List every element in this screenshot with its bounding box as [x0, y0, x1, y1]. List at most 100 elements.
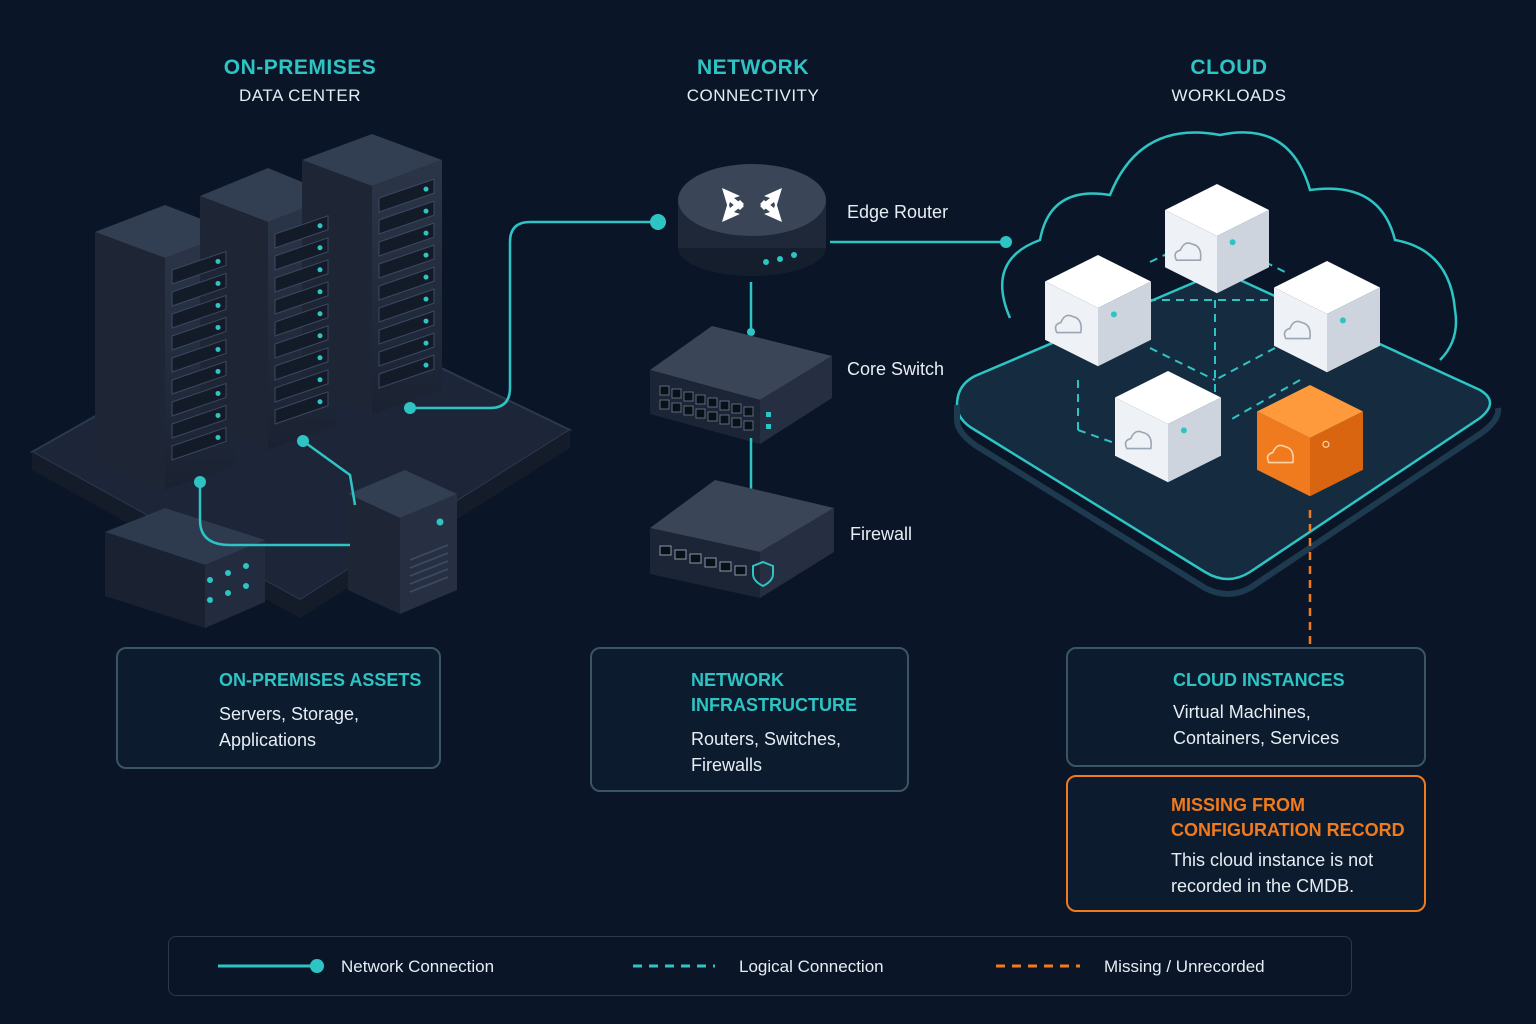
firewall-port	[689, 553, 702, 564]
drive-led	[215, 390, 221, 396]
missing-record-line2: recorded in the CMDB.	[1171, 876, 1355, 896]
drive-slot	[171, 250, 227, 285]
status-led	[1110, 311, 1117, 318]
cloud-header-title: CLOUD	[1190, 56, 1268, 79]
legend: Network Connection Logical Connection Mi…	[168, 936, 1352, 996]
firewall-port	[704, 557, 717, 568]
switch-port	[731, 417, 742, 428]
drive-led	[317, 311, 323, 317]
onprem-assets-line2: Applications	[219, 730, 317, 750]
network-infrastructure-title: NETWORK INFRASTRUCTURE	[691, 668, 857, 718]
drive-led	[317, 245, 323, 251]
network-infrastructure-desc: Routers, Switches, Firewalls	[691, 726, 841, 778]
switch-port	[671, 402, 682, 413]
router-to-cloud-connection	[830, 236, 1012, 248]
edge-router	[678, 164, 826, 276]
switch-port	[731, 403, 742, 414]
drive-led	[423, 208, 429, 214]
cloud-header: CLOUD WORKLOADS	[1069, 56, 1389, 106]
cloud-instance-left	[1045, 255, 1151, 367]
drive-led	[317, 223, 323, 229]
cloud-instance-missing	[1257, 385, 1363, 497]
cloud-instances	[1045, 184, 1380, 497]
switch-port	[695, 394, 706, 405]
drive-slot	[274, 303, 329, 337]
drive-led	[215, 280, 221, 286]
drive-slot	[274, 215, 329, 249]
onprem-header-title: ON-PREMISES	[223, 56, 377, 79]
drive-led	[215, 302, 221, 308]
cloud-instance-bottom	[1115, 371, 1221, 483]
drive-led	[423, 296, 429, 302]
drive-slot	[171, 316, 227, 351]
drive-led	[317, 289, 323, 295]
drive-slot	[378, 288, 435, 323]
cloud-instances-desc: Virtual Machines, Containers, Services	[1173, 699, 1339, 751]
drive-slot	[274, 347, 329, 381]
missing-record-title-line1: MISSING FROM	[1171, 795, 1305, 815]
missing-record-title: MISSING FROM CONFIGURATION RECORD	[1171, 793, 1405, 843]
tower-server	[348, 470, 457, 614]
drive-slot	[171, 360, 227, 395]
storage-unit	[105, 508, 265, 628]
drive-slot	[171, 272, 227, 307]
network-infrastructure-card: NETWORK INFRASTRUCTURE Routers, Switches…	[590, 647, 909, 792]
core-switch-label: Core Switch	[847, 359, 945, 379]
network-infrastructure-title-line2: INFRASTRUCTURE	[691, 695, 857, 715]
edge-router-label: Edge Router	[847, 202, 949, 222]
switch-port	[707, 411, 718, 422]
switch-port	[659, 399, 670, 410]
switch-ports	[659, 385, 754, 431]
status-led	[1180, 427, 1187, 434]
network-header: NETWORK CONNECTIVITY	[593, 56, 913, 106]
drive-led	[215, 434, 221, 440]
drive-slot	[378, 266, 435, 301]
onprem-assets-card: ON-PREMISES ASSETS Servers, Storage, App…	[116, 647, 441, 769]
cloud-header-subtitle: WORKLOADS	[1171, 86, 1287, 105]
missing-record-card: MISSING FROM CONFIGURATION RECORD This c…	[1066, 775, 1426, 912]
drive-led	[423, 186, 429, 192]
drive-slot	[274, 391, 329, 425]
network-header-title: NETWORK	[697, 56, 809, 79]
drive-slot	[171, 338, 227, 373]
legend-missing-label: Missing / Unrecorded	[1104, 957, 1265, 976]
drive-led	[423, 318, 429, 324]
drive-slot	[378, 178, 435, 213]
drive-slot	[378, 354, 435, 389]
firewall-port	[674, 549, 687, 560]
onprem-to-router-connection	[404, 214, 666, 414]
legend-network-mark	[218, 959, 324, 973]
missing-record-desc: This cloud instance is not recorded in t…	[1171, 847, 1373, 899]
firewall-port	[659, 545, 672, 556]
onprem-assets-title: ON-PREMISES ASSETS	[219, 670, 422, 690]
network-infrastructure-line1: Routers, Switches,	[691, 729, 842, 749]
drive-led	[423, 252, 429, 258]
drive-slot	[378, 200, 435, 235]
drive-led	[317, 355, 323, 361]
cloud-instances-card: CLOUD INSTANCES Virtual Machines, Contai…	[1066, 647, 1426, 767]
network-infrastructure-title-line1: NETWORK	[691, 670, 784, 690]
missing-record-line1: This cloud instance is not	[1171, 850, 1374, 870]
drive-led	[317, 333, 323, 339]
drive-led	[215, 258, 221, 264]
status-led	[1229, 239, 1236, 246]
switch-port	[743, 420, 754, 431]
drive-slot	[378, 244, 435, 279]
switch-port	[695, 408, 706, 419]
cloud-platform	[954, 274, 1502, 597]
drive-led	[215, 412, 221, 418]
drive-slot	[378, 332, 435, 367]
router-arrows-icon	[722, 188, 782, 222]
drive-led	[423, 274, 429, 280]
drive-led	[423, 340, 429, 346]
drive-slot	[274, 281, 329, 315]
cloud-instance-top	[1165, 184, 1269, 294]
switch-port	[707, 397, 718, 408]
cloud-icon	[1054, 314, 1082, 334]
rack-drive-slots	[171, 178, 435, 461]
router-to-switch-connection	[747, 282, 755, 336]
switch-port	[683, 391, 694, 402]
drive-led	[423, 362, 429, 368]
firewall-label: Firewall	[850, 524, 913, 544]
